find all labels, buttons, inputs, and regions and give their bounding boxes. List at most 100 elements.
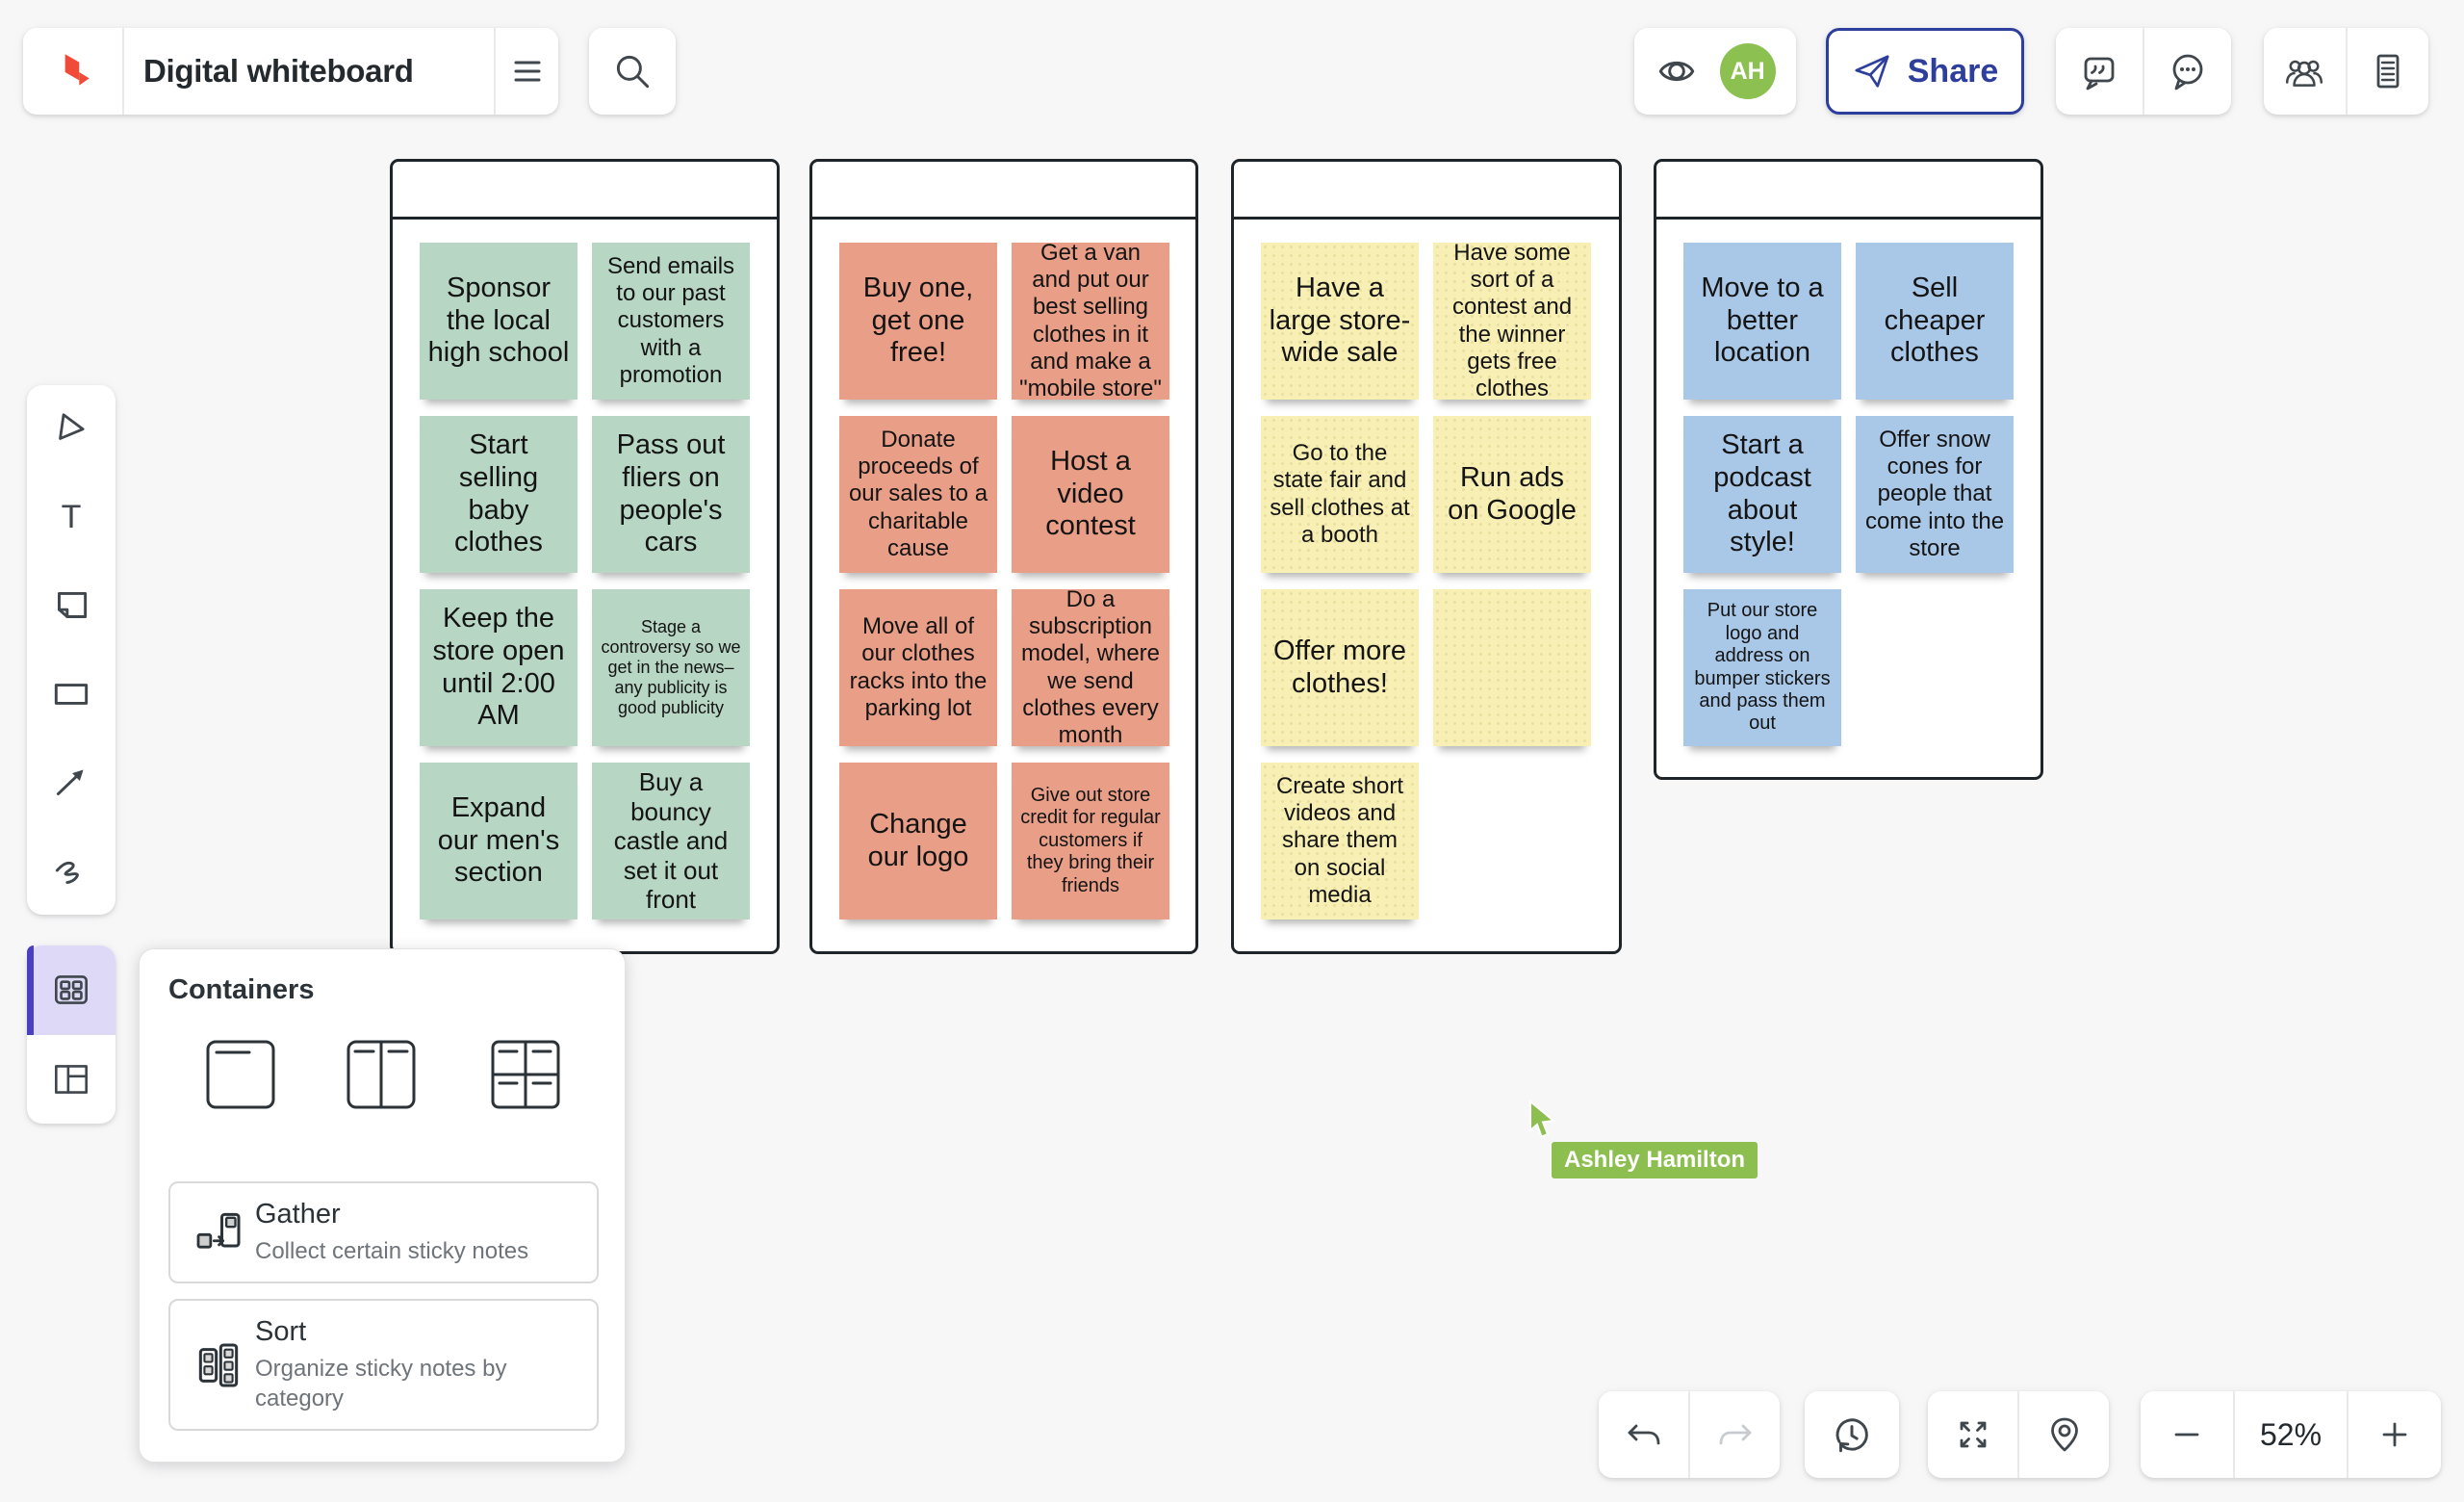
undo-redo-card	[1599, 1391, 1780, 1478]
containers-tool[interactable]	[27, 945, 116, 1035]
search-button[interactable]	[589, 28, 676, 115]
containers-grid-icon	[55, 975, 88, 1005]
container-notes: Buy one, get one free! Get a van and put…	[812, 220, 1195, 919]
plus-icon	[2382, 1422, 2407, 1447]
sticky-note[interactable]: Send emails to our past customers with a…	[592, 243, 750, 400]
sticky-note[interactable]: Run ads on Google	[1433, 416, 1591, 573]
sticky-note[interactable]: Move to a better location	[1683, 243, 1841, 400]
sticky-note[interactable]: Keep the store open until 2:00 AM	[420, 589, 578, 746]
navigation-card	[1928, 1391, 2109, 1478]
zoom-percentage: 52%	[2259, 1416, 2323, 1452]
draw-tool[interactable]	[27, 826, 116, 915]
sticky-note-text: Go to the state fair and sell clothes at…	[1270, 440, 1410, 548]
chat-button[interactable]	[2144, 28, 2231, 115]
container[interactable]: Buy one, get one free! Get a van and put…	[809, 159, 1198, 954]
container-title[interactable]	[393, 162, 777, 220]
sticky-note[interactable]: Start selling baby clothes	[420, 416, 578, 573]
notes-button[interactable]	[2348, 28, 2429, 115]
hamburger-icon	[514, 61, 540, 82]
sticky-note[interactable]: Pass out fliers on people's cars	[592, 416, 750, 573]
app-header-card: Digital whiteboard	[23, 28, 558, 115]
line-tool[interactable]	[27, 738, 116, 826]
sticky-note-text: Stage a controversy so we get in the new…	[601, 616, 741, 718]
four-grid-container-option[interactable]	[480, 1029, 571, 1120]
sticky-note[interactable]: Get a van and put our best selling cloth…	[1012, 240, 1169, 401]
sticky-note[interactable]: Expand our men's section	[420, 763, 578, 919]
sticky-note-text: Do a subscription model, where we send c…	[1020, 586, 1161, 748]
select-tool[interactable]	[27, 385, 116, 474]
zoom-level[interactable]: 52%	[2235, 1391, 2347, 1478]
share-button[interactable]: Share	[1826, 28, 2024, 115]
sticky-note[interactable]: Put our store logo and address on bumper…	[1683, 589, 1841, 746]
sticky-note[interactable]: Have some sort of a contest and the winn…	[1433, 240, 1591, 401]
sort-icon	[198, 1342, 239, 1387]
collaborators-button[interactable]	[2264, 28, 2346, 115]
shape-tool[interactable]	[27, 650, 116, 738]
avatar[interactable]: AH	[1719, 43, 1776, 99]
chat-ellipsis-icon	[2172, 54, 2203, 91]
sticky-note[interactable]: Buy a bouncy castle and set it out front	[592, 763, 750, 919]
location-pin-button[interactable]	[2019, 1391, 2109, 1478]
sticky-note-text: Sponsor the local high school	[427, 272, 570, 369]
comments-card	[2056, 28, 2231, 115]
sticky-note[interactable]: Create short videos and share them on so…	[1261, 763, 1419, 919]
container-notes: Sponsor the local high school Send email…	[393, 220, 777, 919]
toolbar-secondary	[27, 945, 116, 1124]
sticky-note[interactable]: Offer more clothes!	[1261, 589, 1419, 746]
history-button[interactable]	[1805, 1391, 1899, 1478]
sticky-note[interactable]: Go to the state fair and sell clothes at…	[1261, 416, 1419, 573]
main-menu-button[interactable]	[496, 28, 558, 115]
two-column-container-option[interactable]	[336, 1029, 426, 1120]
single-container-option[interactable]	[195, 1029, 286, 1120]
zoom-in-button[interactable]	[2348, 1391, 2441, 1478]
sticky-note-text: Get a van and put our best selling cloth…	[1019, 240, 1162, 401]
sticky-note[interactable]: Give out store credit for regular custom…	[1012, 763, 1169, 919]
container-title[interactable]	[812, 162, 1195, 220]
sticky-note[interactable]: Stage a controversy so we get in the new…	[592, 589, 750, 746]
layout-tool[interactable]	[27, 1035, 116, 1125]
document-title[interactable]: Digital whiteboard	[143, 53, 414, 89]
panel-title: Containers	[168, 974, 315, 1005]
fullscreen-button[interactable]	[1928, 1391, 2017, 1478]
sticky-note[interactable]: Move all of our clothes racks into the p…	[839, 589, 997, 746]
sticky-note[interactable]: Start a podcast about style!	[1683, 416, 1841, 573]
redo-button[interactable]	[1690, 1391, 1780, 1478]
sticky-note-blank[interactable]	[1433, 589, 1591, 746]
sticky-note-tool[interactable]	[27, 561, 116, 650]
comment-button[interactable]	[2056, 28, 2143, 115]
sticky-note-text: Send emails to our past customers with a…	[606, 253, 735, 388]
sticky-note[interactable]: Sponsor the local high school	[420, 243, 578, 400]
divider	[2233, 1391, 2235, 1478]
container-title[interactable]	[1656, 162, 2040, 220]
sticky-note[interactable]: Buy one, get one free!	[839, 243, 997, 400]
zoom-out-button[interactable]	[2141, 1391, 2233, 1478]
container-notes: Move to a better location Sell cheaper c…	[1656, 220, 2040, 746]
sticky-note[interactable]: Offer snow cones for people that come in…	[1856, 416, 2014, 573]
sticky-note[interactable]: Do a subscription model, where we send c…	[1012, 586, 1169, 748]
container-title[interactable]	[1234, 162, 1619, 220]
container[interactable]: Have a large store-wide sale Have some s…	[1231, 159, 1622, 954]
eye-icon[interactable]	[1655, 49, 1699, 93]
presence-card: AH	[1634, 28, 1796, 115]
sticky-note[interactable]: Have a large store-wide sale	[1261, 243, 1419, 400]
sticky-note-text: Start selling baby clothes	[454, 428, 543, 558]
sticky-note[interactable]: Sell cheaper clothes	[1856, 243, 2014, 400]
cursor-icon	[59, 413, 85, 440]
squiggle-icon	[55, 861, 79, 884]
collaboration-card	[2264, 28, 2428, 115]
sticky-note-text: Have some sort of a contest and the winn…	[1451, 240, 1573, 401]
container[interactable]: Move to a better location Sell cheaper c…	[1654, 159, 2043, 780]
containers-panel: Containers	[139, 948, 626, 1463]
share-label: Share	[1907, 52, 1999, 90]
collaborator-cursor-label: Ashley Hamilton	[1552, 1142, 1758, 1178]
sticky-note[interactable]: Donate proceeds of our sales to a charit…	[839, 416, 997, 573]
container[interactable]: Sponsor the local high school Send email…	[390, 159, 780, 954]
lucid-logo[interactable]	[23, 28, 122, 115]
sticky-note[interactable]: Change our logo	[839, 763, 997, 919]
text-tool[interactable]: T	[27, 474, 116, 562]
undo-button[interactable]	[1599, 1391, 1688, 1478]
sort-action[interactable]: Sort Organize sticky notes by category	[168, 1299, 599, 1431]
sticky-note[interactable]: Host a video contest	[1012, 416, 1169, 573]
gather-action[interactable]: Gather Collect certain sticky notes	[168, 1181, 599, 1283]
